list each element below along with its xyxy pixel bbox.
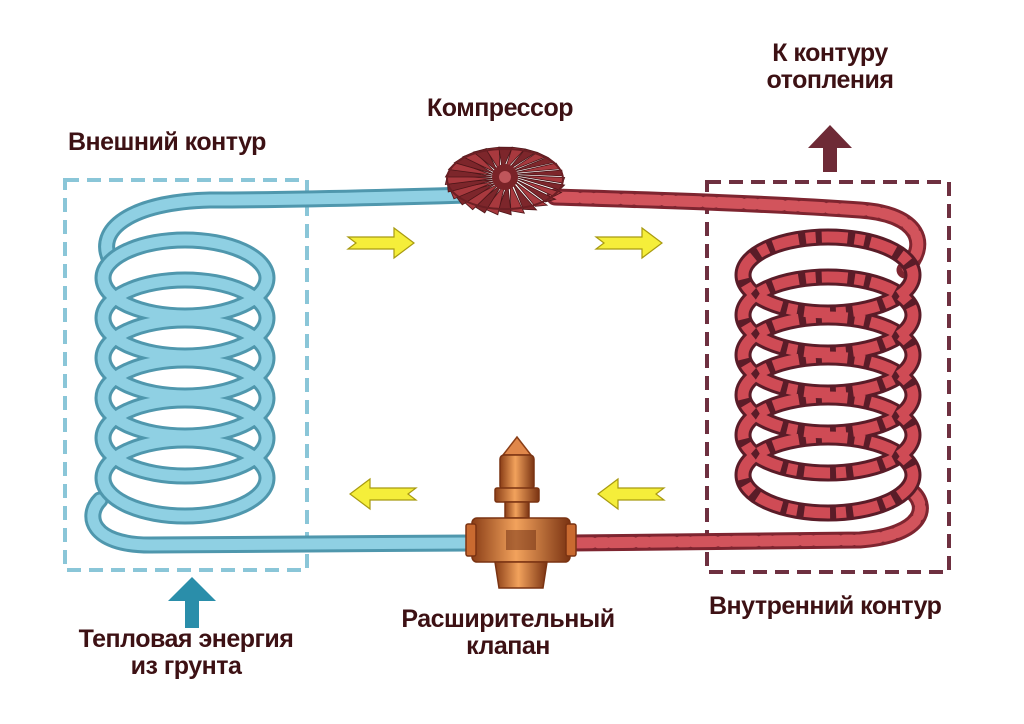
outer-contour-label: Внешний контур [68,128,266,156]
expansion-valve-line2: клапан [466,632,550,660]
compressor-blade [461,151,496,173]
compressor-blade [504,146,526,171]
arrow-right-icon [346,226,415,260]
heat-output-arrow-icon [808,125,852,172]
turbine-fan-icon [444,146,566,216]
flow-arrows [346,226,666,511]
ground-energy-arrow-icon [168,577,216,628]
compressor-blade [516,178,563,197]
compressor-blade [497,183,512,216]
to-heating-line2: отопления [766,66,894,94]
arrow-left-icon [597,477,666,511]
compressor-blade [516,176,566,191]
expansion-valve-label: Расширительный клапан [390,606,626,660]
cold-pipe [84,186,479,554]
arrow-right-icon [594,226,663,260]
compressor-label: Компрессор [427,94,574,122]
compressor-blade [515,179,557,203]
compressor-blade [512,182,538,211]
ground-energy-label: Тепловая энергия из грунта [66,626,306,680]
hot-pipe [546,188,929,552]
brass-valve-icon [465,435,577,589]
arrow-left-icon [349,477,418,511]
inner-contour-label: Внутренний контур [709,592,942,620]
compressor-blade [507,148,538,171]
compressor-blade [509,151,548,172]
inner-coil [734,228,922,522]
ground-energy-line1: Тепловая энергия [78,625,294,653]
compressor-blade [484,146,501,173]
outer-contour-frame [63,178,309,572]
to-heating-label: К контуру отопления [754,40,906,94]
ground-energy-line2: из грунта [130,652,242,680]
expansion-valve-line1: Расширительный [401,605,615,633]
to-heating-line1: К контуру [772,39,888,67]
compressor-blade [472,148,498,172]
compressor-blade [514,181,549,207]
compressor-blade [509,183,526,214]
inner-contour-frame [705,180,951,574]
outer-coil [94,231,276,525]
